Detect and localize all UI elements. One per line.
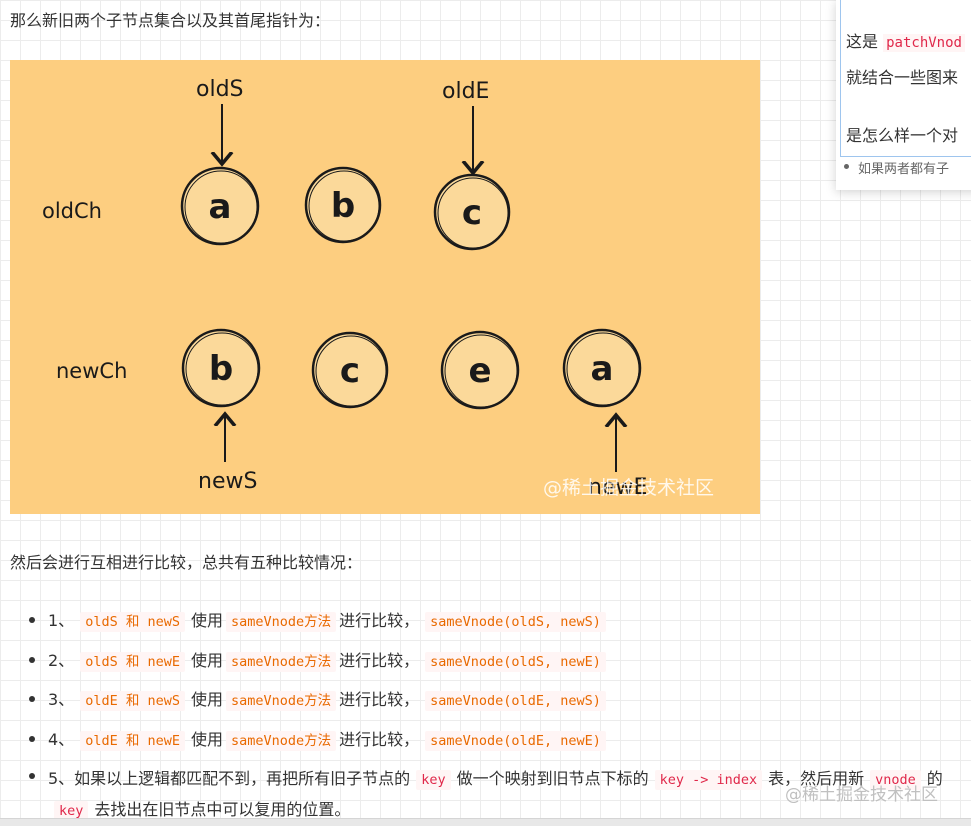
summary-text: 然后会进行互相进行比较，总共有五种比较情况： (10, 553, 363, 572)
pointer-olds-label: oldS (196, 77, 244, 102)
old-node-b-label: b (331, 186, 355, 226)
inline-code: oldS 和 newS (80, 612, 185, 632)
new-node-c-label: c (340, 351, 360, 391)
new-node-e: e (440, 330, 520, 410)
new-node-a-label: a (591, 349, 614, 389)
inline-code: vnode (870, 770, 921, 790)
new-node-b: b (181, 328, 261, 408)
inline-code: key (416, 770, 451, 790)
inline-code: sameVnode方法 (225, 612, 337, 632)
new-node-c: c (311, 331, 389, 409)
intro-text: 那么新旧两个子节点集合以及其首尾指针为： (10, 11, 331, 30)
new-node-a: a (562, 328, 642, 408)
pointer-newe-label: newE (588, 475, 647, 500)
popover-line-3: 是怎么样一个对 (846, 126, 959, 145)
inline-code: sameVnode方法 (225, 691, 337, 711)
popover-sub-item: 如果两者都有子 (843, 158, 949, 177)
inline-code: patchVnod (883, 34, 965, 52)
preview-popover[interactable]: 这是 patchVnod 就结合一些图来 是怎么样一个对 如果两者都有子 (836, 0, 971, 190)
new-children-label: newCh (56, 359, 127, 383)
horizontal-scrollbar[interactable] (0, 818, 971, 826)
old-children-label: oldCh (42, 199, 102, 223)
popover-line-1: 这是 patchVnod (846, 28, 965, 52)
popover-content: 这是 patchVnod 就结合一些图来 是怎么样一个对 (840, 0, 971, 157)
old-node-c-label: c (462, 193, 482, 233)
page-watermark: @稀土掘金技术社区 (785, 785, 938, 805)
inline-code: sameVnode(oldE, newE) (425, 730, 606, 751)
inline-code: sameVnode(oldE, newS) (425, 691, 606, 711)
new-node-e-label: e (468, 351, 491, 391)
figure-watermark: @稀土掘金技术社区 (543, 477, 714, 499)
inline-code: sameVnode(oldS, newE) (425, 651, 606, 672)
new-node-b-label: b (209, 349, 233, 389)
pointer-news-label: newS (198, 469, 257, 494)
old-node-a: a (180, 166, 260, 246)
diagram-figure: oldCh newCh oldS oldE a b c b (10, 60, 760, 514)
inline-code: sameVnode方法 (225, 651, 337, 672)
pointer-olde-label: oldE (442, 79, 489, 104)
diagram-svg: oldCh newCh oldS oldE a b c b (42, 77, 714, 500)
inline-code: oldE 和 newE (80, 730, 185, 751)
inline-code: key -> index (654, 770, 763, 790)
old-node-c: c (433, 173, 511, 251)
popover-line-2: 就结合一些图来 (846, 68, 959, 87)
inline-code: sameVnode方法 (225, 730, 337, 751)
old-node-b: b (304, 166, 382, 244)
old-node-a-label: a (209, 187, 232, 227)
inline-code: key (54, 801, 89, 821)
inline-code: sameVnode(oldS, newS) (425, 612, 606, 632)
inline-code: oldE 和 newS (80, 691, 185, 711)
inline-code: oldS 和 newE (80, 651, 185, 672)
